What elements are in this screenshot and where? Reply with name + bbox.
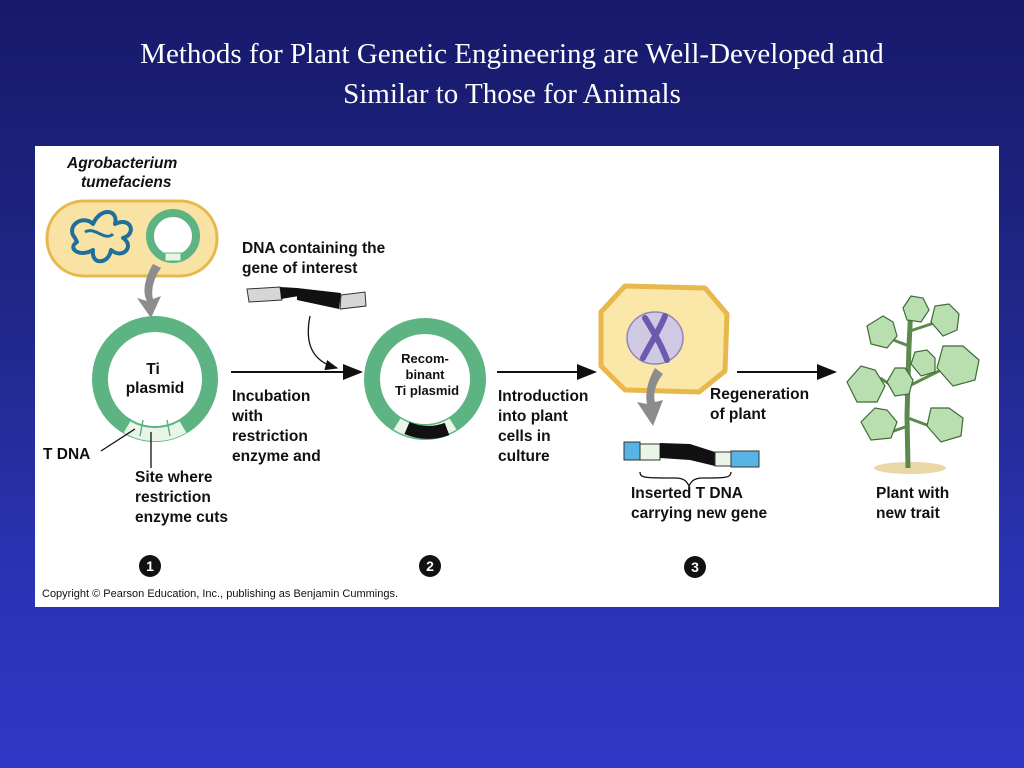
ti-plasmid-label: Ti plasmid [126, 361, 185, 397]
site-label: Site where restriction enzyme cuts [135, 469, 228, 526]
step-marker-1: 1 [139, 555, 161, 577]
step-marker-2: 2 [419, 555, 441, 577]
t-dna-pointer [100, 428, 136, 452]
bacterial-chromosome [70, 210, 133, 264]
recombinant-label: Recom- binant Ti plasmid [395, 350, 459, 398]
bacterium-label: Agrobacterium tumefaciens [66, 155, 181, 191]
bacterial-plasmid [146, 209, 200, 263]
svg-text:2: 2 [426, 558, 434, 574]
figure-panel: Agrobacterium tumefaciens Ti plasmid T D… [35, 146, 999, 607]
copyright-text: Copyright © Pearson Education, Inc., pub… [42, 588, 398, 600]
t-dna-segment [123, 421, 187, 442]
regeneration-label: Regeneration of plant [710, 386, 813, 423]
inserted-t-dna-strand [623, 441, 760, 468]
dna-label: DNA containing the gene of interest [242, 240, 389, 277]
step-marker-3: 3 [684, 556, 706, 578]
ti-plasmid [92, 316, 218, 442]
svg-text:3: 3 [691, 559, 699, 575]
dna-to-incubation-arrow [307, 315, 339, 371]
slide-title-line1: Methods for Plant Genetic Engineering ar… [140, 38, 884, 70]
plant-label: Plant with new trait [876, 485, 953, 522]
gray-arrow-1 [137, 264, 161, 318]
figure-diagram: Agrobacterium tumefaciens Ti plasmid T D… [42, 155, 980, 600]
t-dna-label: T DNA [43, 446, 90, 463]
incubation-label: Incubation with restriction enzyme and [231, 388, 321, 465]
plant-illustration [846, 295, 980, 474]
inserted-bracket [639, 471, 732, 488]
inserted-label: Inserted T DNA carrying new gene [631, 485, 767, 522]
donor-dna-strand [246, 286, 367, 310]
slide-title-line2: Similar to Those for Animals [343, 78, 681, 110]
svg-text:1: 1 [146, 558, 154, 574]
slide-title: Methods for Plant Genetic Engineering ar… [0, 34, 1024, 114]
gray-arrow-2 [637, 368, 663, 426]
introduction-label: Introduction into plant cells in culture [498, 388, 592, 465]
